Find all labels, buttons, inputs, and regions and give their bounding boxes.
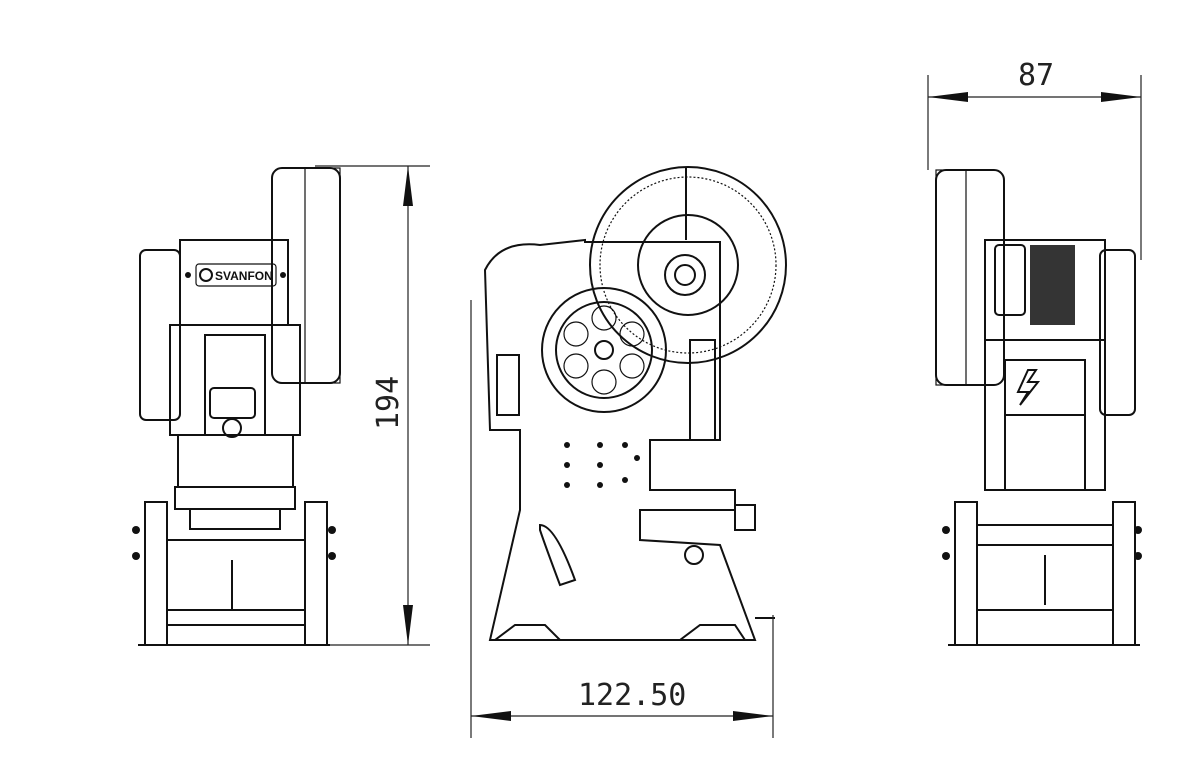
- height-label: 194: [371, 376, 406, 430]
- logo-text: SVANFON: [215, 269, 273, 283]
- depth-dimension: 122.50: [470, 300, 774, 738]
- depth-label: 122.50: [578, 678, 686, 713]
- svanfon-logo: SVANFON: [199, 268, 273, 283]
- rear-view: [935, 169, 1142, 646]
- width-dimension: 87: [927, 58, 1142, 260]
- width-label: 87: [1018, 58, 1054, 93]
- side-view: [483, 166, 787, 641]
- front-view: SVANFON: [132, 167, 341, 646]
- height-dimension: 194: [315, 165, 430, 646]
